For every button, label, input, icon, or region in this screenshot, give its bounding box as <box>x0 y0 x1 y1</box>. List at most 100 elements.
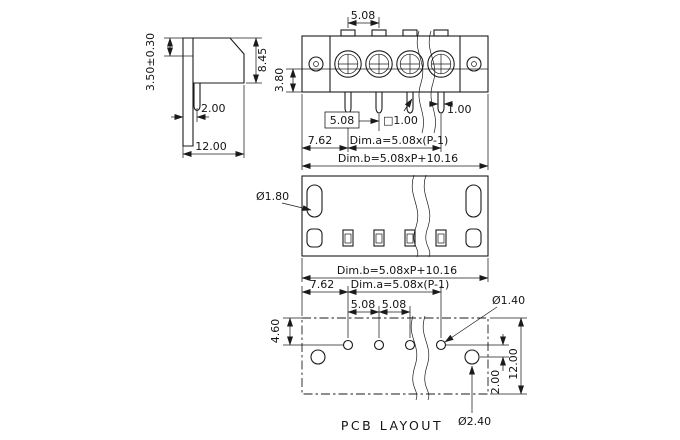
mount-hole-right <box>464 349 480 365</box>
break-line <box>422 315 430 401</box>
pin-section-1 <box>342 229 354 247</box>
pcb-layout-title: PCB LAYOUT <box>341 418 443 433</box>
leader-line <box>281 202 312 211</box>
break-line <box>428 30 436 134</box>
dim-a-pcb-label: Dim.a=5.08x(P-1) <box>351 278 450 291</box>
leader-line <box>444 306 498 343</box>
front-view-latch <box>340 29 356 37</box>
dim-mount-offset-label: 2.00 <box>489 370 502 395</box>
right-flange-hole <box>466 56 482 72</box>
solder-pin-front-2 <box>375 92 383 114</box>
screw-terminal-2 <box>365 50 393 78</box>
pin-hole-3 <box>404 339 416 351</box>
dim-b-front-label: Dim.b=5.08xP+10.16 <box>338 152 458 165</box>
dim-base-height-label: 3.80 <box>273 68 286 93</box>
bottom-view-right-foot <box>465 228 482 248</box>
pin-section-3-inner <box>406 233 414 244</box>
screw-outer-circle <box>365 50 393 78</box>
dim-pin-setback: 2.00 <box>171 102 226 122</box>
dim-row-setback: 4.60 <box>269 317 343 346</box>
dim-pin-square: □1.00 <box>383 98 418 127</box>
pin-hole-1 <box>342 339 354 351</box>
bottom-view: Ø1.80 Dim.b=5.08xP+10.16 <box>256 174 489 282</box>
front-view-latch <box>433 29 449 37</box>
dim-edge-to-pin-pcb-label: 7.62 <box>310 278 335 291</box>
dim-pin-width: 1.00 <box>429 101 472 116</box>
dim-flange-thickness-label: 3.50±0.30 <box>144 33 157 91</box>
screw-terminal-1 <box>334 50 362 78</box>
dim-mount-hole-label: Ø2.40 <box>458 415 491 428</box>
dim-pin-pitch-ref: 5.08 <box>324 111 380 131</box>
pin-hole-4 <box>435 339 447 351</box>
dim-body-height-label: 8.45 <box>256 48 269 73</box>
screw-terminal-4 <box>427 50 455 78</box>
dim-footprint-depth-label: 12.00 <box>507 348 520 380</box>
screw-outer-circle <box>427 50 455 78</box>
side-view-outline <box>182 37 245 147</box>
dim-pitch-2: 5.08 <box>378 298 411 315</box>
dim-mount-hole: Ø2.40 <box>458 365 491 428</box>
right-flange-hole-center <box>471 61 477 67</box>
left-flange-hole-center <box>313 61 319 67</box>
pin-section-2 <box>373 229 385 247</box>
dim-b-bottom-label: Dim.b=5.08xP+10.16 <box>337 264 457 277</box>
pcb-outline-dashed <box>301 317 489 395</box>
bottom-view-left-foot <box>306 228 323 248</box>
dim-b-front: Dim.b=5.08xP+10.16 <box>301 94 489 170</box>
front-view: 5.08 3.80 5.08 □1.00 1.00 <box>273 9 489 170</box>
dim-pin-setback-label: 2.00 <box>201 102 226 115</box>
dim-a-front: Dim.a=5.08x(P-1) <box>347 114 449 152</box>
dim-overall-depth-label: 12.00 <box>195 140 227 153</box>
solder-pin-front-3 <box>406 92 414 114</box>
dim-pin-pitch-ref-label: 5.08 <box>330 114 355 127</box>
front-view-latch <box>371 29 387 37</box>
dim-pitch-top-label: 5.08 <box>351 9 376 22</box>
bottom-view-outline <box>301 175 489 257</box>
leader-line <box>403 98 413 112</box>
break-line <box>410 315 418 401</box>
dim-a-pcb: Dim.a=5.08x(P-1) <box>347 278 450 338</box>
pin-section-4 <box>435 229 447 247</box>
pin-section-3 <box>404 229 416 247</box>
dim-mount-offset: 2.00 <box>446 334 509 394</box>
pin-hole-2 <box>373 339 385 351</box>
pin-section-2-inner <box>375 233 383 244</box>
front-view-body <box>301 35 489 93</box>
pin-section-1-inner <box>344 233 352 244</box>
dim-pitch-top: 5.08 <box>347 9 380 28</box>
reference-dim-box <box>324 111 360 129</box>
pin-section-4-inner <box>437 233 445 244</box>
bottom-view-left-slot <box>306 184 323 218</box>
pcb-layout: 7.62 Dim.a=5.08x(P-1) 5.08 5.08 4.60 <box>269 278 527 433</box>
break-line <box>416 30 424 134</box>
dim-pitch-1-label: 5.08 <box>351 298 376 311</box>
dim-pin-hole: Ø1.40 <box>444 294 525 343</box>
front-view-latch <box>402 29 418 37</box>
dim-pin-hole-label: Ø1.40 <box>492 294 525 307</box>
dim-pin-width-label: 1.00 <box>447 103 472 116</box>
dim-overall-depth: 12.00 <box>182 85 245 158</box>
dim-flange-hole-label: Ø1.80 <box>256 190 289 203</box>
screw-terminal-3 <box>396 50 424 78</box>
mount-hole-left <box>310 349 326 365</box>
dim-b-bottom: Dim.b=5.08xP+10.16 <box>301 258 489 282</box>
side-view: 3.50±0.30 8.45 2.00 12.00 <box>144 33 269 158</box>
solder-pin-front-4 <box>437 92 445 114</box>
dim-a-front-label: Dim.a=5.08x(P-1) <box>350 134 449 147</box>
dim-body-height: 8.45 <box>230 37 269 84</box>
dim-row-setback-label: 4.60 <box>269 319 282 344</box>
screw-outer-circle <box>396 50 424 78</box>
bottom-view-right-slot <box>465 184 482 218</box>
dim-footprint-depth: 12.00 <box>490 317 527 395</box>
dim-flange-thickness: 3.50±0.30 <box>144 33 183 91</box>
dim-edge-to-pin-front-label: 7.62 <box>308 134 333 147</box>
break-line <box>423 174 431 258</box>
dim-base-height: 3.80 <box>273 68 302 93</box>
dim-pitch-2-label: 5.08 <box>382 298 407 311</box>
screw-outer-circle <box>334 50 362 78</box>
dim-pin-square-label: □1.00 <box>383 114 418 127</box>
break-line <box>411 174 419 258</box>
